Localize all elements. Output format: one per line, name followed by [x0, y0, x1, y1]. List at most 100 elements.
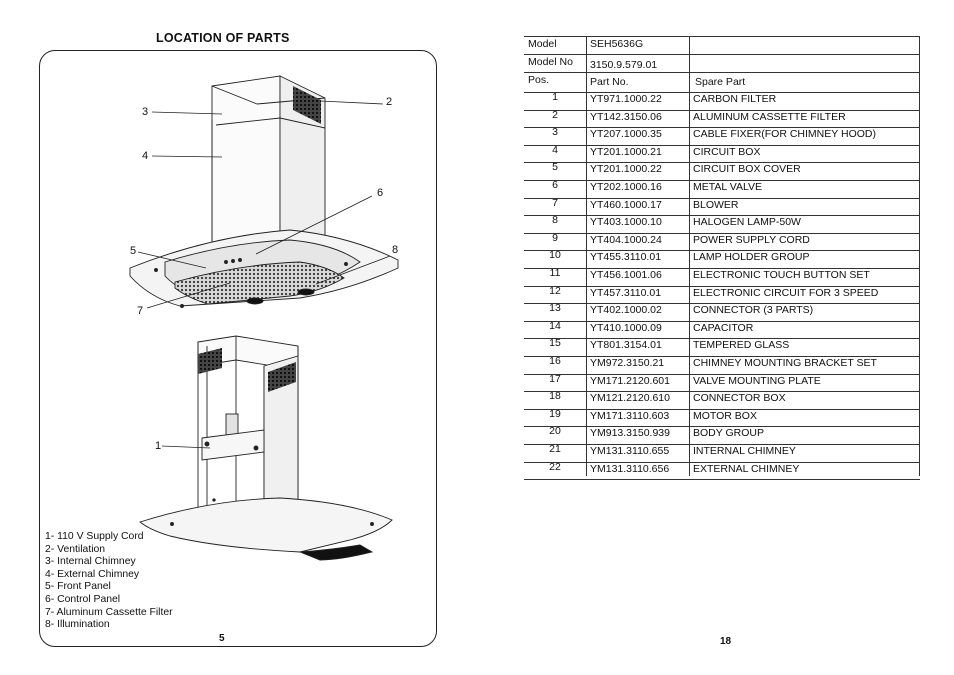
- row-part-name: CABLE FIXER(FOR CHIMNEY HOOD): [693, 128, 876, 141]
- column-divider: [919, 36, 920, 476]
- row-divider: [524, 444, 920, 445]
- row-part-name: BODY GROUP: [693, 427, 764, 440]
- row-part-name: CIRCUIT BOX COVER: [693, 163, 801, 176]
- column-divider: [689, 36, 690, 476]
- row-part-no: YT404.1000.24: [590, 233, 662, 246]
- row-part-name: VALVE MOUNTING PLATE: [693, 374, 821, 387]
- row-part-no: YT403.1000.10: [590, 216, 662, 229]
- row-part-no: YT457.3110.01: [590, 286, 662, 299]
- callout-2: 2: [386, 96, 393, 108]
- row-divider: [524, 268, 920, 269]
- callout-7: 7: [137, 305, 144, 317]
- row-pos: 10: [549, 249, 561, 262]
- callout-leaders-upper: [137, 100, 391, 309]
- row-pos: 18: [549, 390, 561, 403]
- legend-item: 7- Aluminum Cassette Filter: [45, 606, 173, 618]
- row-pos: 12: [549, 284, 561, 297]
- row-part-no: YT455.3110.01: [590, 251, 662, 264]
- row-pos: 9: [552, 231, 558, 244]
- row-part-name: LAMP HOLDER GROUP: [693, 251, 810, 264]
- legend-item: 8- Illumination: [45, 619, 110, 631]
- column-header-pos: Pos.: [528, 74, 550, 86]
- row-part-name: HALOGEN LAMP-50W: [693, 216, 801, 229]
- row-divider: [524, 374, 920, 375]
- left-page-number: 5: [219, 633, 225, 644]
- row-part-no: YM131.3110.655: [590, 445, 670, 457]
- page-title: LOCATION OF PARTS: [156, 31, 290, 45]
- row-pos: 13: [549, 302, 561, 315]
- parts-legend: 1- 110 V Supply Cord 2- Ventilation 3- I…: [45, 531, 173, 632]
- row-pos: 5: [552, 161, 558, 174]
- row-pos: 14: [549, 319, 561, 332]
- row-divider: [524, 92, 920, 93]
- row-part-no: YM913.3150.939: [590, 427, 670, 440]
- callout-1: 1: [155, 440, 162, 452]
- model-no-value: 3150.9.579.01: [590, 59, 658, 71]
- row-pos: 8: [552, 214, 558, 227]
- spare-parts-table: Model SEH5636G Model No 3150.9.579.01 Po…: [524, 36, 920, 480]
- legend-item: 5- Front Panel: [45, 581, 111, 593]
- diagram-frame: [39, 50, 437, 647]
- legend-item: 2- Ventilation: [45, 543, 106, 555]
- row-divider: [524, 36, 920, 37]
- model-no-label: Model No: [528, 56, 573, 68]
- row-pos: 22: [549, 460, 561, 473]
- row-part-name: CAPACITOR: [693, 321, 754, 334]
- row-part-name: BLOWER: [693, 198, 739, 211]
- row-divider: [524, 303, 920, 304]
- row-pos: 7: [552, 196, 558, 209]
- row-part-name: EXTERNAL CHIMNEY: [693, 462, 800, 475]
- column-header-spare-part: Spare Part: [695, 76, 746, 88]
- row-divider: [524, 338, 920, 339]
- row-part-name: CIRCUIT BOX: [693, 145, 761, 158]
- row-divider: [524, 391, 920, 392]
- row-pos: 3: [552, 126, 558, 139]
- row-part-name: ELECTRONIC CIRCUIT FOR 3 SPEED: [693, 286, 879, 299]
- row-pos: 1: [552, 91, 558, 103]
- row-pos: 6: [552, 179, 558, 191]
- row-part-no: YT801.3154.01: [590, 339, 662, 352]
- row-part-no: YM972.3150.21: [590, 357, 665, 369]
- lower-frame-drawing: [139, 335, 393, 561]
- legend-item: 6- Control Panel: [45, 593, 121, 605]
- callout-5: 5: [130, 245, 137, 257]
- row-divider: [524, 409, 920, 410]
- row-part-name: INTERNAL CHIMNEY: [693, 445, 796, 457]
- callout-3: 3: [142, 106, 149, 118]
- column-divider: [586, 36, 587, 476]
- row-pos: 17: [549, 372, 561, 385]
- row-pos: 19: [549, 407, 561, 420]
- right-page-number: 18: [720, 636, 732, 647]
- row-part-no: YT201.1000.22: [590, 163, 662, 176]
- callout-6: 6: [377, 187, 384, 199]
- row-divider: [524, 145, 920, 146]
- row-part-no: YM171.3110.603: [590, 409, 670, 422]
- callout-8: 8: [392, 244, 399, 256]
- row-part-no: YT971.1000.22: [590, 93, 662, 105]
- row-pos: 4: [552, 143, 558, 156]
- row-divider: [524, 180, 920, 181]
- row-divider: [524, 215, 920, 216]
- row-pos: 20: [549, 425, 561, 438]
- row-part-no: YM131.3110.656: [590, 462, 670, 475]
- row-part-name: MOTOR BOX: [693, 409, 757, 422]
- model-value: SEH5636G: [590, 38, 644, 50]
- row-divider: [524, 462, 920, 463]
- row-divider: [524, 162, 920, 163]
- legend-item: 1- 110 V Supply Cord: [45, 531, 144, 542]
- row-pos: 21: [549, 443, 561, 455]
- row-part-name: CHIMNEY MOUNTING BRACKET SET: [693, 357, 877, 369]
- row-pos: 15: [549, 337, 561, 350]
- row-part-no: YM171.2120.601: [590, 374, 670, 387]
- column-header-part-no: Part No.: [590, 76, 629, 88]
- row-pos: 2: [552, 108, 558, 121]
- row-divider: [524, 54, 920, 55]
- row-part-no: YT201.1000.21: [590, 145, 662, 158]
- row-divider: [524, 426, 920, 427]
- model-label: Model: [528, 38, 557, 50]
- row-part-name: CONNECTOR (3 PARTS): [693, 304, 814, 317]
- row-part-no: YT410.1000.09: [590, 321, 662, 334]
- row-part-name: CARBON FILTER: [693, 93, 777, 105]
- row-part-no: YM121.2120.610: [590, 392, 670, 405]
